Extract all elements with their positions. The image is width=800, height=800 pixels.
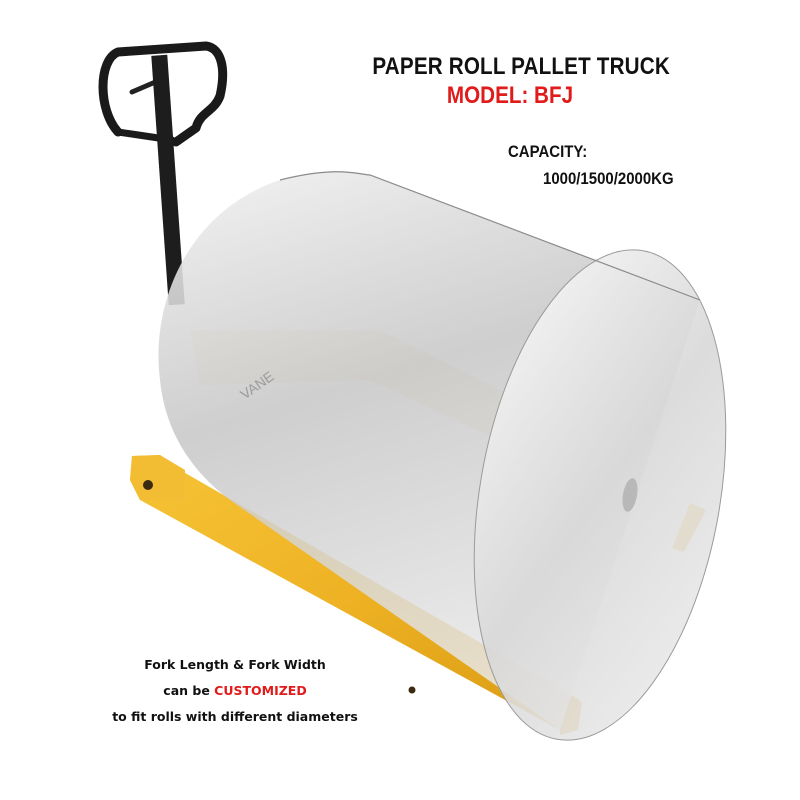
note-line-2-prefix: can be	[163, 683, 215, 698]
capacity-label: CAPACITY:	[508, 142, 588, 161]
tiller-handle	[98, 41, 228, 306]
note-line-3: to fit rolls with different diameters	[112, 709, 358, 724]
paper-roll: VANE	[158, 171, 727, 741]
customized-highlight: CUSTOMIZED	[214, 683, 307, 698]
note-line-2: can be CUSTOMIZED	[110, 678, 360, 704]
capacity-value: 1000/1500/2000KG	[543, 169, 674, 188]
model-label: MODEL: BFJ	[446, 82, 574, 109]
product-title: PAPER ROLL PALLET TRUCK	[372, 53, 670, 80]
note-line-1: Fork Length & Fork Width	[144, 657, 326, 672]
customization-note: Fork Length & Fork Width can be CUSTOMIZ…	[110, 652, 360, 730]
title-block: PAPER ROLL PALLET TRUCK MODEL: BFJ	[350, 52, 670, 110]
